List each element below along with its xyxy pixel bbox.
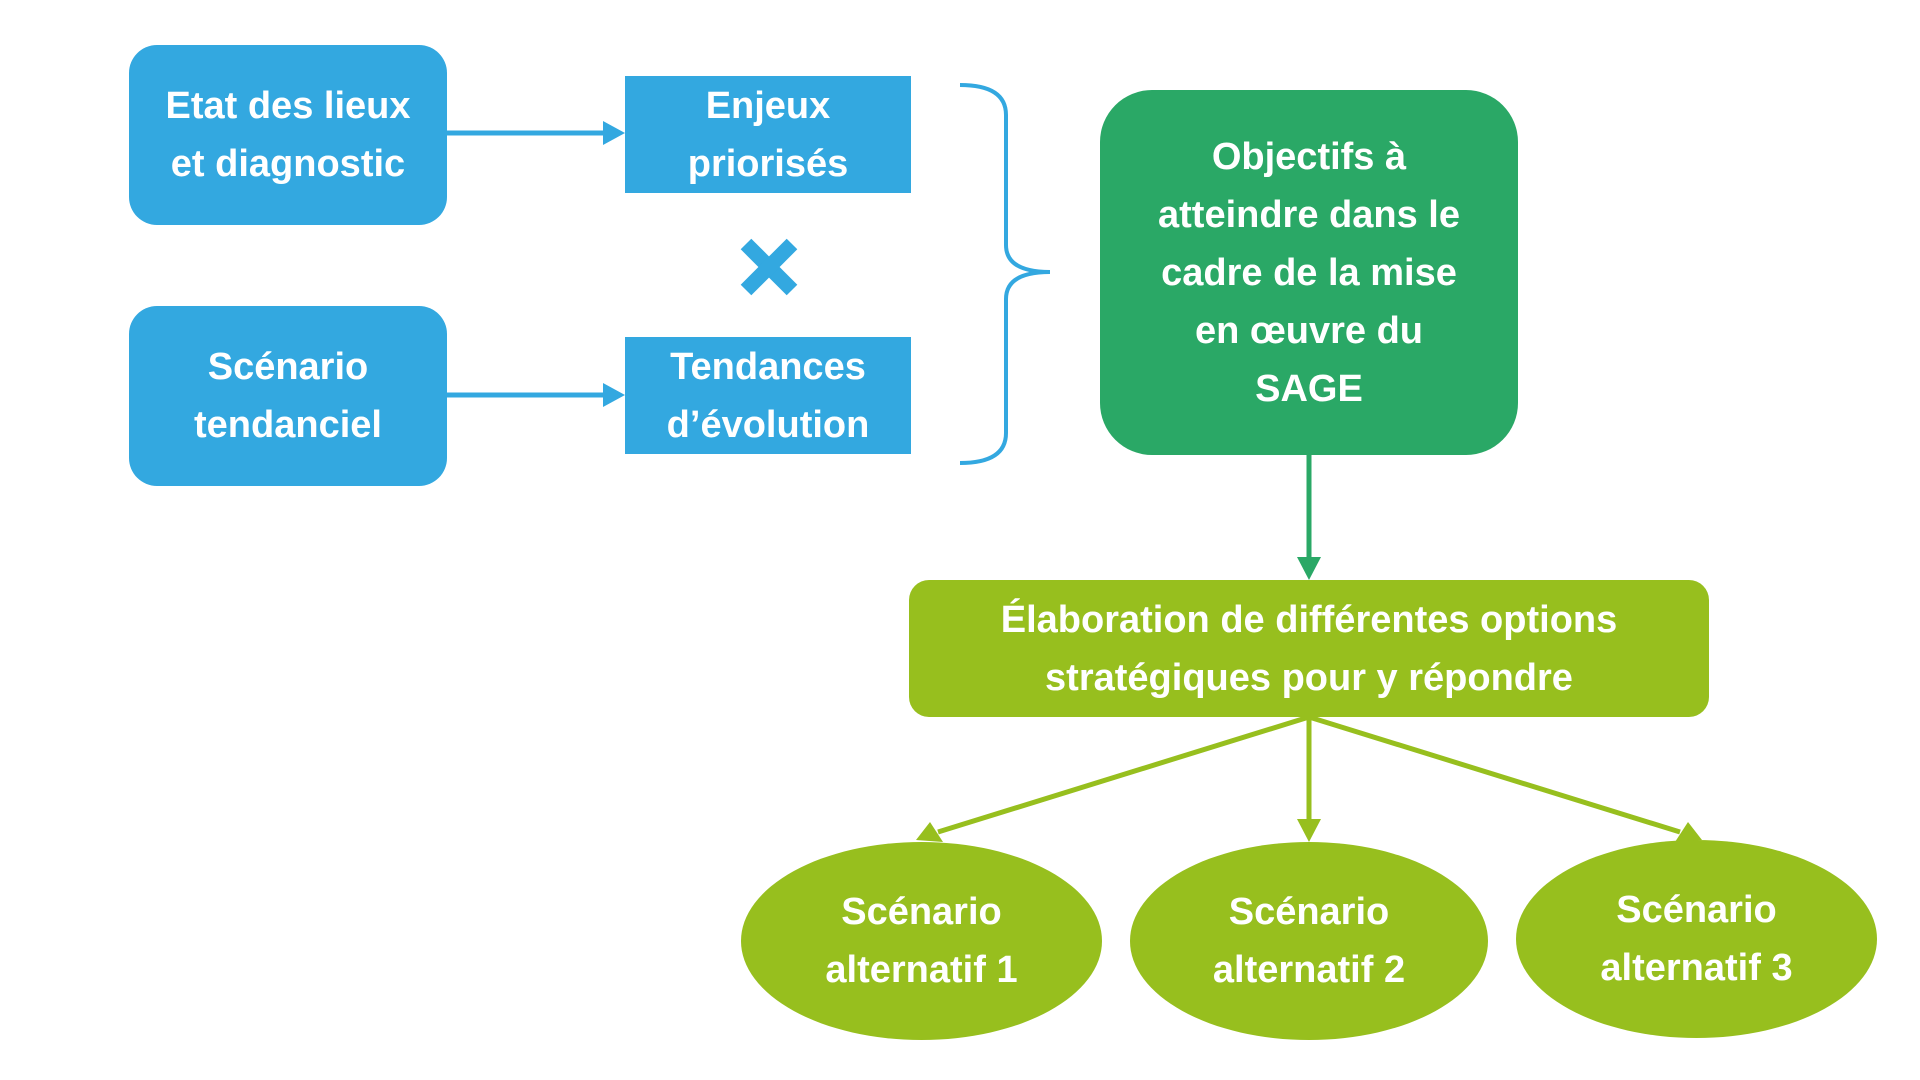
scenario-alternatif-3-label: Scénario alternatif 3 — [1600, 889, 1793, 989]
scenario-alternatif-3: Scénario alternatif 3 — [1516, 840, 1877, 1038]
elaboration-box: Élaboration de différentes options strat… — [909, 580, 1709, 717]
multiply-x-icon — [740, 238, 798, 296]
arrow-scenario-to-tendances — [447, 383, 625, 407]
arrow-etat-to-enjeux — [447, 121, 625, 145]
objectifs-label: Objectifs à atteindre dans le cadre de l… — [1158, 135, 1460, 410]
objectifs-box: Objectifs à atteindre dans le cadre de l… — [1100, 90, 1518, 455]
scenario-alternatif-1: Scénario alternatif 1 — [741, 842, 1102, 1040]
elaboration-label: Élaboration de différentes options strat… — [1000, 598, 1618, 699]
scenario-alternatif-2: Scénario alternatif 2 — [1130, 842, 1488, 1040]
tendances-evolution-label: Tendances d’évolution — [666, 345, 870, 446]
scenario-tendanciel-box: Scénario tendanciel — [129, 306, 447, 486]
curly-brace-icon — [959, 83, 1051, 465]
scenario-alternatif-2-label: Scénario alternatif 2 — [1212, 891, 1406, 991]
scenario-alternatif-1-label: Scénario alternatif 1 — [825, 891, 1018, 991]
enjeux-priorises-box: Enjeux priorisés — [625, 76, 911, 193]
scenario-tendanciel-label: Scénario tendanciel — [194, 346, 382, 446]
enjeux-priorises-label: Enjeux priorisés — [687, 84, 849, 185]
tendances-evolution-box: Tendances d’évolution — [625, 337, 911, 454]
arrow-elaboration-to-alt2 — [1297, 717, 1321, 842]
arrow-objectifs-to-elaboration — [1297, 455, 1321, 580]
arrow-elaboration-to-alt3 — [1308, 714, 1702, 842]
etat-des-lieux-label: Etat des lieux et diagnostic — [165, 85, 411, 185]
etat-des-lieux-box: Etat des lieux et diagnostic — [129, 45, 447, 225]
arrow-elaboration-to-alt1 — [916, 714, 1310, 842]
